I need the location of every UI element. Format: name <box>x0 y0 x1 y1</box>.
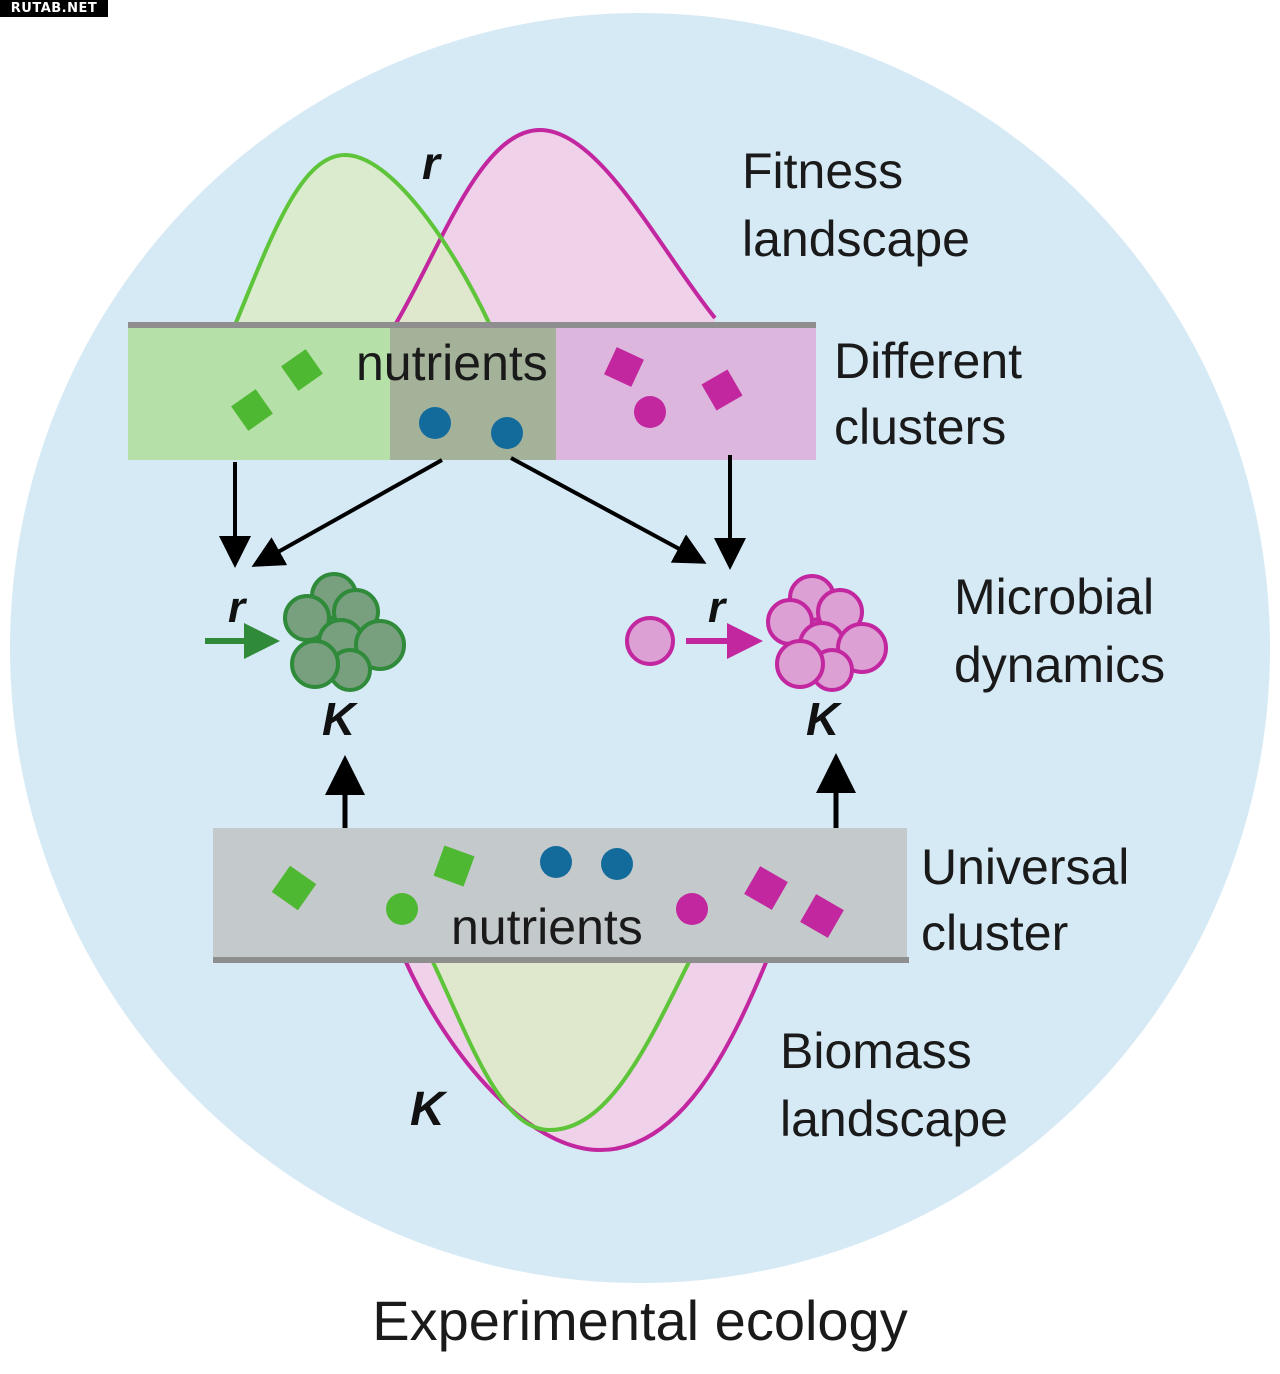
single-cell-pink <box>625 616 675 666</box>
watermark-badge: RUTAB.NET <box>0 0 108 17</box>
nutrient-dot-blue <box>540 846 572 878</box>
biomass-curve-magenta-line <box>403 959 769 1153</box>
nutrients-top-label: nutrients <box>356 335 548 391</box>
arrow-blue-to-magenta <box>510 456 707 564</box>
biomass-landscape-label-line1: Biomass <box>780 1023 972 1079</box>
fitness-r-symbol: r <box>422 137 440 189</box>
k-symbol-green: K <box>322 693 356 745</box>
pink-colony <box>766 574 888 692</box>
nutrient-dot-green <box>386 893 418 925</box>
different-clusters-label-line2: clusters <box>834 399 1007 455</box>
universal-band-bottom-edge <box>213 957 909 963</box>
nutrient-square-magenta <box>744 866 788 910</box>
biomass-curve-green <box>432 960 690 1130</box>
nutrient-square-green <box>271 865 317 911</box>
arrow-blue-to-green <box>251 458 443 567</box>
biomass-curve-green-line <box>430 959 692 1133</box>
microbial-dynamics-label-line2: dynamics <box>954 637 1166 693</box>
cluster-band-shared <box>390 325 556 460</box>
nutrient-dot-blue <box>419 407 451 439</box>
cluster-band-green <box>128 325 390 460</box>
biomass-landscape-label-line2: landscape <box>780 1091 1008 1147</box>
nutrient-dot-blue <box>601 848 633 880</box>
nutrient-square-green <box>231 389 273 431</box>
green-colony <box>283 572 406 692</box>
fitness-curve-green-line <box>233 152 492 326</box>
r-symbol-green: r <box>228 583 246 632</box>
different-clusters-label-line1: Different <box>834 333 1023 389</box>
microbial-dynamics-label-line1: Microbial <box>954 569 1155 625</box>
r-symbol-pink: r <box>708 583 726 632</box>
universal-cluster-label-line1: Universal <box>921 839 1130 895</box>
nutrient-square-magenta <box>701 369 743 411</box>
biomass-k-symbol: K <box>410 1083 445 1136</box>
nutrient-square-green <box>433 845 475 887</box>
nutrients-bottom-label: nutrients <box>451 899 643 955</box>
cluster-band-magenta <box>556 325 816 460</box>
fitness-landscape-label-line1: Fitness <box>742 143 904 199</box>
nutrient-square-green <box>281 349 323 391</box>
universal-cluster-label-line2: cluster <box>921 905 1069 961</box>
nutrient-dot-blue <box>491 417 523 449</box>
cluster-band-top-edge <box>128 322 816 328</box>
figure-caption: Experimental ecology <box>372 1289 908 1352</box>
fitness-curve-green <box>235 155 490 325</box>
nutrient-dot-magenta <box>676 893 708 925</box>
nutrient-dot-magenta <box>634 396 666 428</box>
fitness-curve-magenta-line <box>393 127 717 327</box>
nutrient-square-magenta <box>604 347 644 387</box>
fitness-landscape-label-line2: landscape <box>742 211 970 267</box>
nutrient-square-magenta <box>800 894 844 938</box>
k-symbol-pink: K <box>806 693 840 745</box>
